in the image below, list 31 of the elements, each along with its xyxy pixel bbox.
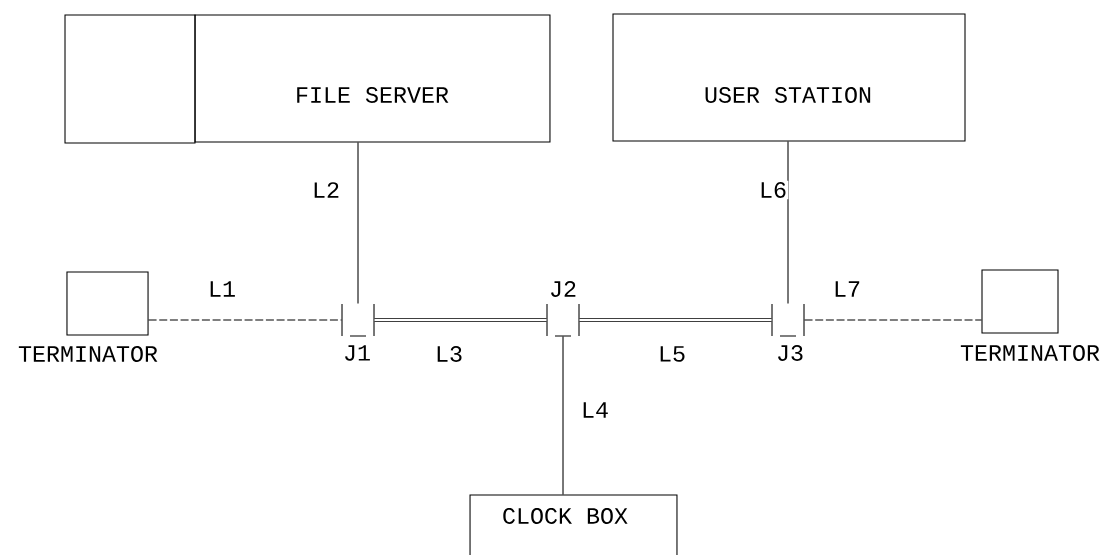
junction-symbol <box>771 303 805 337</box>
edge-label: L7 <box>831 279 863 298</box>
edge-label: L4 <box>579 401 611 419</box>
terminator-box <box>66 271 149 336</box>
device-label: USER STATION <box>705 87 871 103</box>
connector-line <box>357 141 359 304</box>
device-box <box>194 14 551 143</box>
connector-line <box>374 318 547 322</box>
box <box>64 14 196 144</box>
junction-symbol <box>546 303 580 337</box>
connector-line <box>579 318 772 322</box>
connector-line <box>787 140 789 304</box>
terminator-label: TERMINATOR <box>960 345 1100 361</box>
edge-label: L3 <box>433 344 465 364</box>
device-box <box>469 494 678 555</box>
connector-line <box>562 336 564 495</box>
device-label: FILE SERVER <box>297 87 449 103</box>
edge-label: L6 <box>757 180 789 200</box>
terminator-box <box>981 269 1059 334</box>
edge-label: L5 <box>656 344 688 364</box>
junction-label: J1 <box>345 345 370 361</box>
junction-label: J3 <box>778 345 803 361</box>
device-label: CLOCK BOX <box>503 508 628 524</box>
connector-line <box>804 319 982 321</box>
connector-line <box>148 319 342 321</box>
edge-label: L2 <box>310 180 342 200</box>
terminator-label: TERMINATOR <box>18 346 158 362</box>
edge-label: L1 <box>206 279 238 298</box>
junction-label: J2 <box>551 281 576 297</box>
junction-symbol <box>341 303 375 337</box>
device-box <box>612 13 966 142</box>
